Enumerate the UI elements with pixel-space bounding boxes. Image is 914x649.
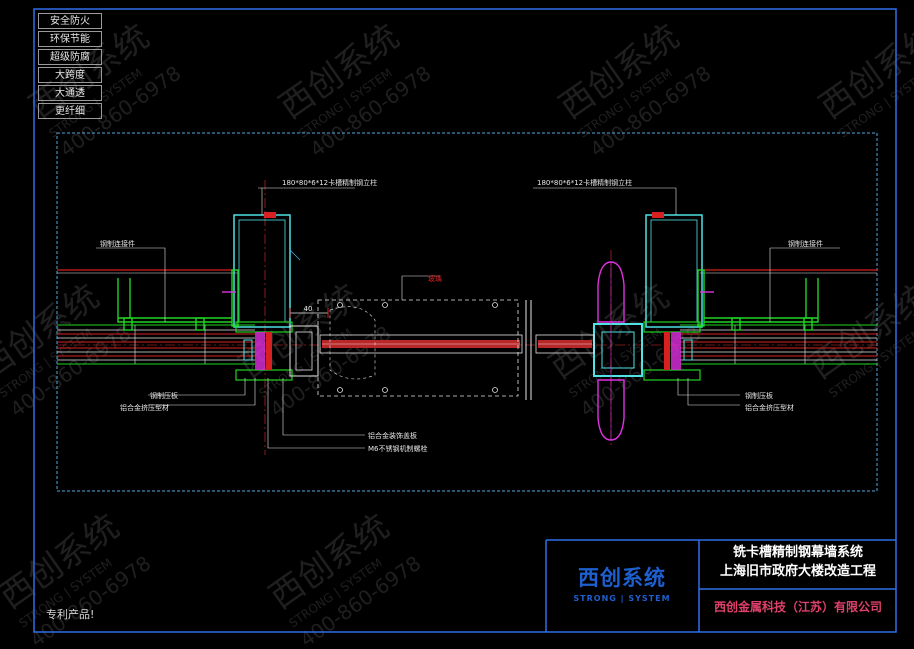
menu-item-transparency[interactable]: 大通透 bbox=[38, 85, 102, 101]
dimension-40: 40 bbox=[289, 305, 329, 318]
menu-item-fire-safety[interactable]: 安全防火 bbox=[38, 13, 102, 29]
deco-cover-outline bbox=[317, 299, 519, 397]
menu-item-energy-saving[interactable]: 环保节能 bbox=[38, 31, 102, 47]
label-center-tag: 玻璃 bbox=[428, 274, 442, 283]
menu-item-slimmer[interactable]: 更纤细 bbox=[38, 103, 102, 119]
feature-menu: 安全防火 环保节能 超级防腐 大跨度 大通透 更纤细 bbox=[38, 13, 102, 121]
brand-logo: 西创系统 STRONG | SYSTEM bbox=[548, 562, 696, 603]
label-pressure-plate-right: 钢制压板 bbox=[745, 391, 773, 400]
label-pressure-plate-left: 钢制压板 bbox=[150, 391, 178, 400]
label-bolt: M6不锈钢机制螺栓 bbox=[368, 444, 428, 453]
brand-name: 西创系统 bbox=[578, 566, 666, 590]
label-connector-right: 钢制连接件 bbox=[788, 239, 823, 248]
patent-note: 专利产品! bbox=[46, 608, 95, 621]
wall-right bbox=[680, 269, 877, 365]
title-block: 铣卡槽精制钢幕墙系统 上海旧市政府大楼改造工程 bbox=[700, 543, 896, 589]
leader-lines bbox=[96, 187, 840, 449]
label-profile-left: 铝合金挤压型材 bbox=[120, 403, 169, 412]
outer-frame bbox=[33, 8, 897, 633]
project-system-title: 铣卡槽精制钢幕墙系统 bbox=[732, 545, 863, 560]
drawing-labels: 180*80*6*12卡槽精制钢立柱 180*80*6*12卡槽精制钢立柱 钢制… bbox=[100, 178, 823, 453]
glass-fin-right bbox=[597, 261, 625, 441]
brand-english: STRONG | SYSTEM bbox=[573, 594, 671, 603]
drawing-boundary bbox=[56, 132, 878, 492]
bolt-markers bbox=[337, 302, 498, 393]
steel-connector-left bbox=[117, 269, 239, 331]
clamp-assembly-right bbox=[593, 321, 701, 381]
deco-curve bbox=[329, 306, 376, 380]
dimension-text: 40 bbox=[304, 305, 313, 313]
glass-panel-center bbox=[319, 300, 595, 400]
label-profile-right: 铝合金挤压型材 bbox=[745, 403, 794, 412]
company-name: 西创金属科技（江苏）有限公司 bbox=[713, 600, 882, 614]
menu-item-anticorrosion[interactable]: 超级防腐 bbox=[38, 49, 102, 65]
steel-connector-right bbox=[697, 269, 819, 331]
label-column-left: 180*80*6*12卡槽精制钢立柱 bbox=[282, 178, 377, 187]
menu-item-large-span[interactable]: 大跨度 bbox=[38, 67, 102, 83]
label-deco-cover: 铝合金装饰盖板 bbox=[368, 431, 417, 440]
label-column-right: 180*80*6*12卡槽精制钢立柱 bbox=[537, 178, 632, 187]
wall-left bbox=[57, 269, 255, 365]
project-name: 上海旧市政府大楼改造工程 bbox=[719, 564, 876, 579]
label-connector-left: 钢制连接件 bbox=[100, 239, 135, 248]
